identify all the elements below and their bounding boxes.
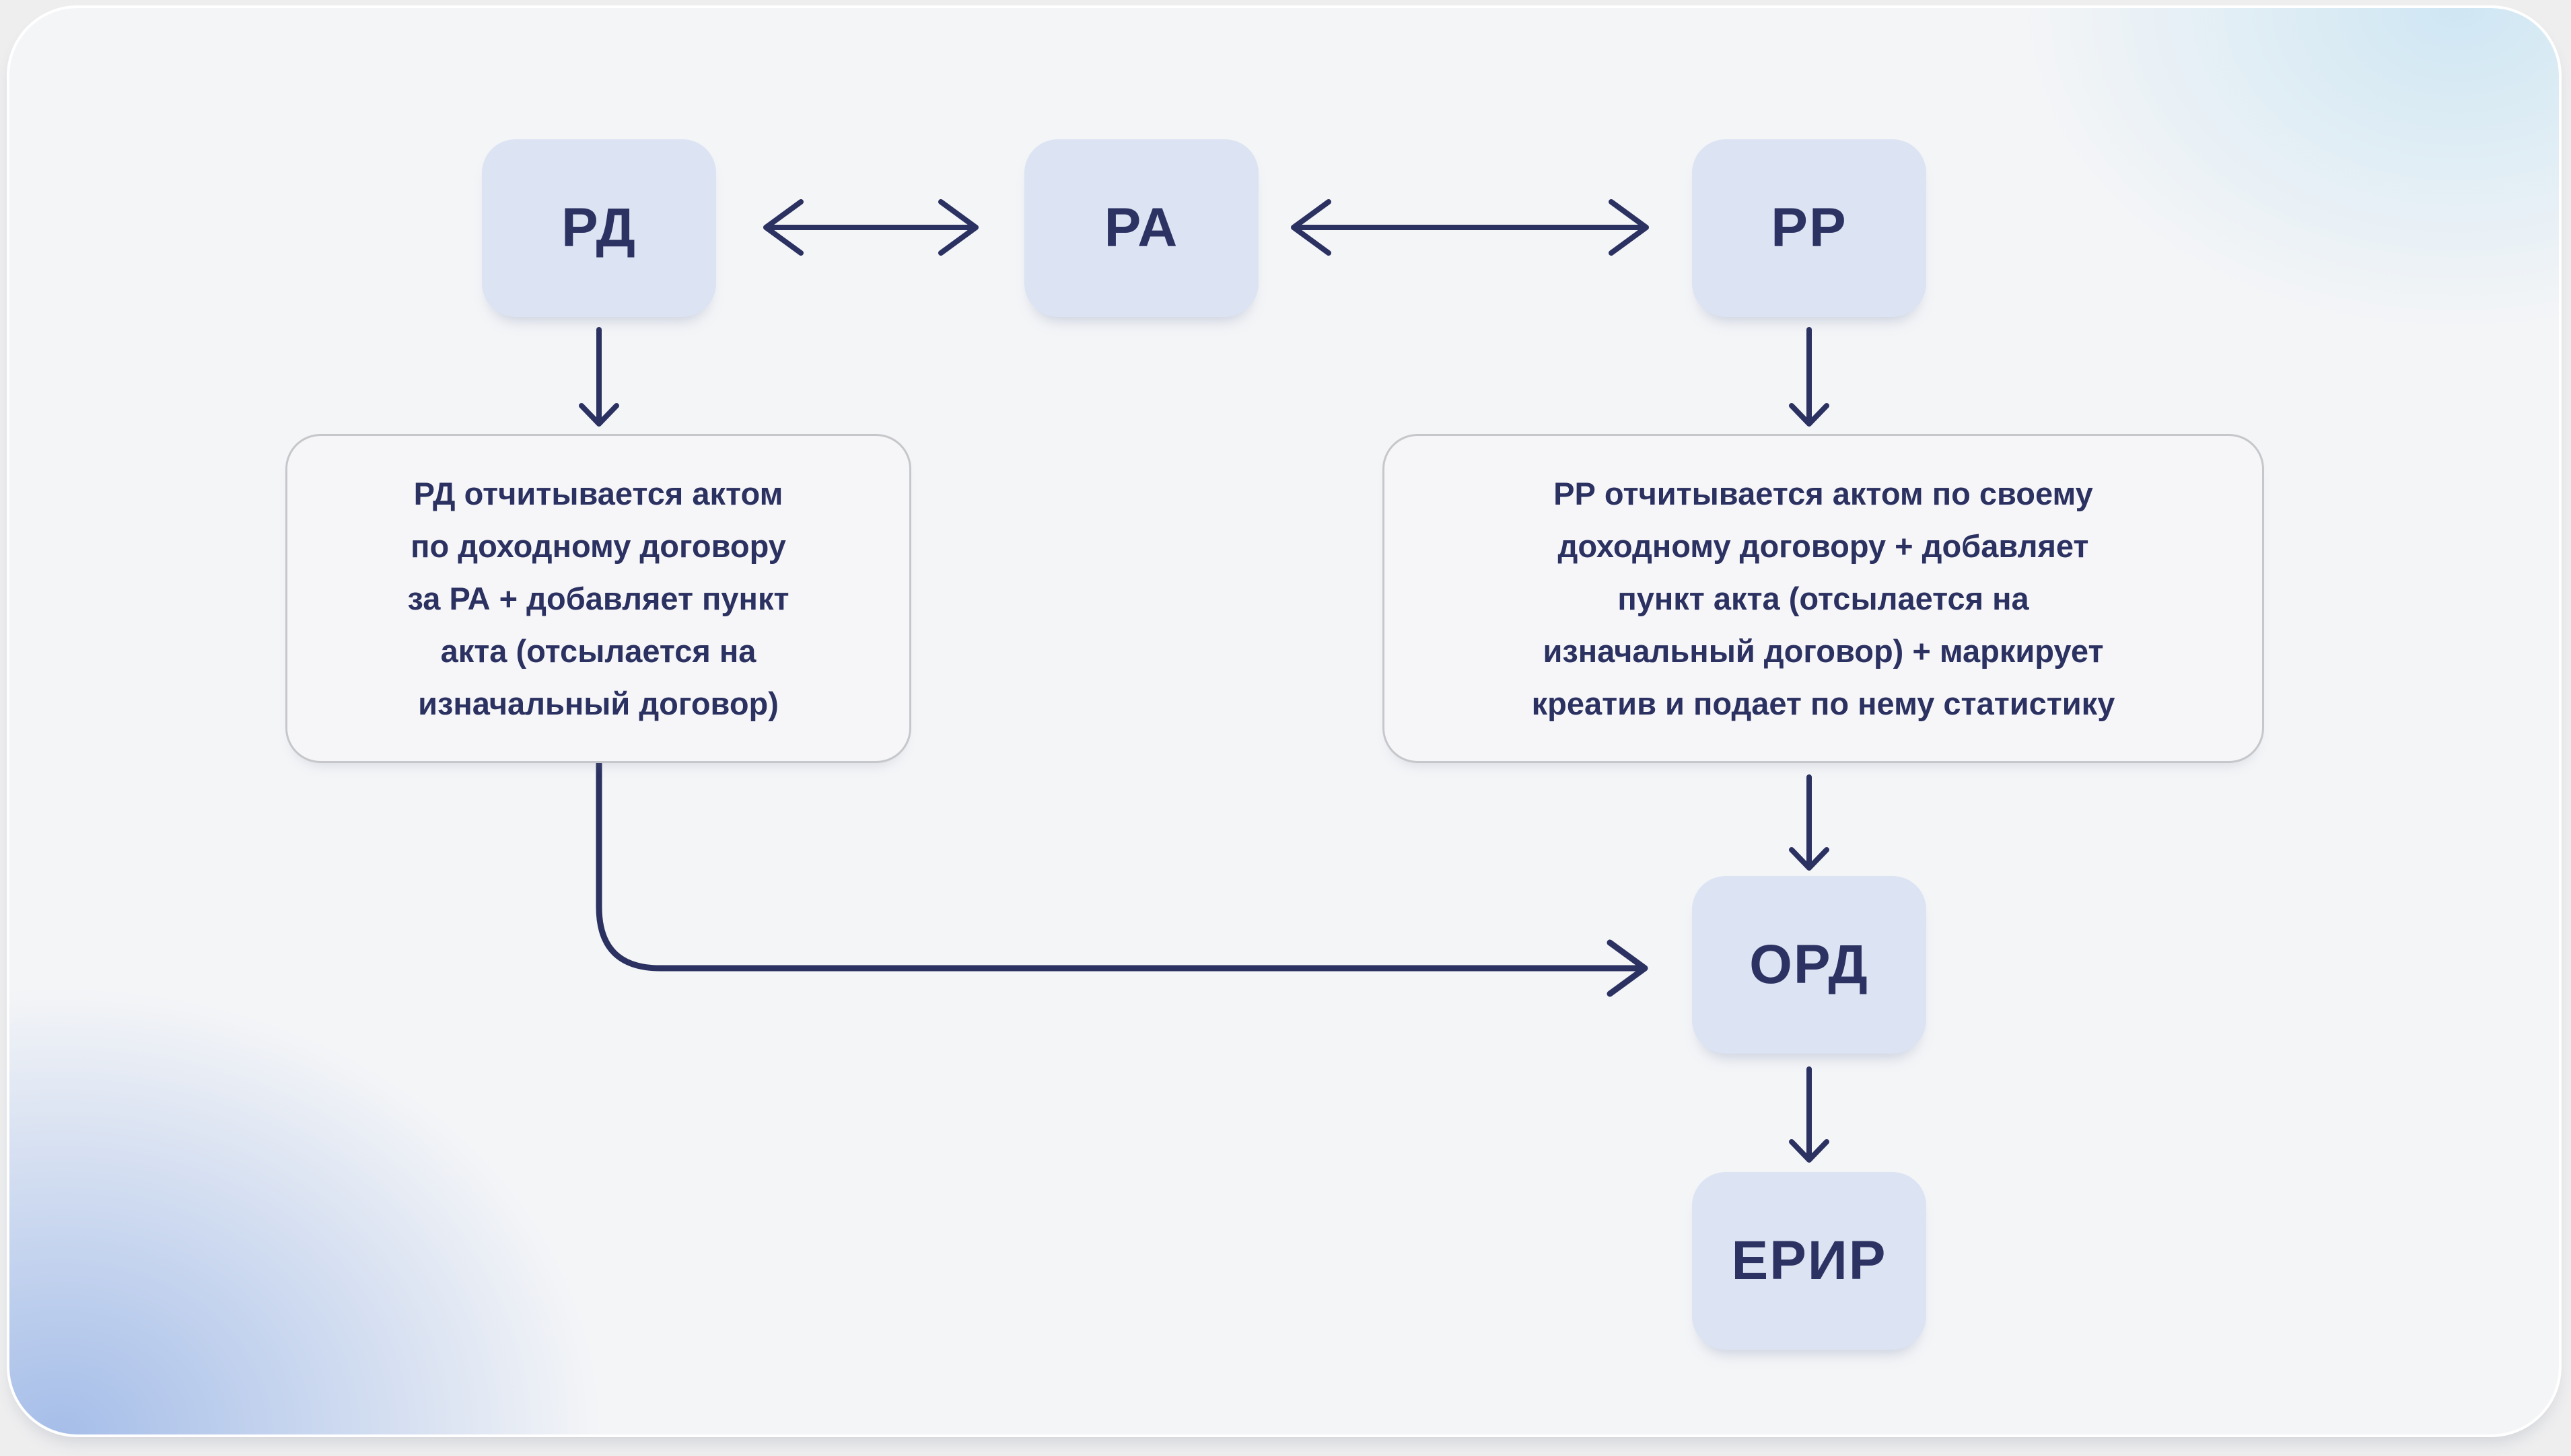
note-line: доходному договору + добавляет [1557, 527, 2089, 564]
note-line: по доходному договору [411, 527, 786, 564]
node-ra-label: РА [1104, 197, 1179, 258]
node-ra: РА [1024, 139, 1259, 317]
node-erir-label: ЕРИР [1731, 1230, 1887, 1291]
arrow-rr-to-right-note [1789, 327, 1829, 427]
node-rr-label: РР [1771, 197, 1847, 258]
arrow-left-note-to-ord-curved [596, 760, 1648, 997]
note-line: пункт акта (отсылается на [1617, 580, 2029, 616]
arrow-rd-ra-bidirectional [763, 199, 979, 256]
note-line: изначальный договор) + маркирует [1543, 632, 2104, 669]
note-line: РР отчитывается актом по своему [1553, 475, 2093, 511]
arrow-right-note-to-ord [1789, 774, 1829, 871]
note-line: за РА + добавляет пункт [407, 580, 789, 616]
node-rd-label: РД [561, 197, 637, 258]
node-ord: ОРД [1692, 876, 1926, 1054]
node-erir: ЕРИР [1692, 1172, 1926, 1350]
background-card: РД РА РР РД отчитывается актом по доходн… [7, 5, 2562, 1437]
arrow-ra-rr-bidirectional [1291, 199, 1649, 256]
note-line: креатив и подает по нему статистику [1531, 685, 2115, 721]
note-line: РД отчитывается актом [413, 475, 783, 511]
note-line: изначальный договор) [418, 685, 779, 721]
node-rd: РД [482, 139, 716, 317]
arrow-ord-to-erir [1789, 1066, 1829, 1163]
node-ord-label: ОРД [1749, 934, 1869, 995]
node-rr: РР [1692, 139, 1926, 317]
note-rd-description: РД отчитывается актом по доходному догов… [285, 434, 911, 763]
note-line: акта (отсылается на [440, 632, 756, 669]
arrow-rd-to-left-note [579, 327, 619, 427]
note-rr-description: РР отчитывается актом по своему доходном… [1382, 434, 2264, 763]
